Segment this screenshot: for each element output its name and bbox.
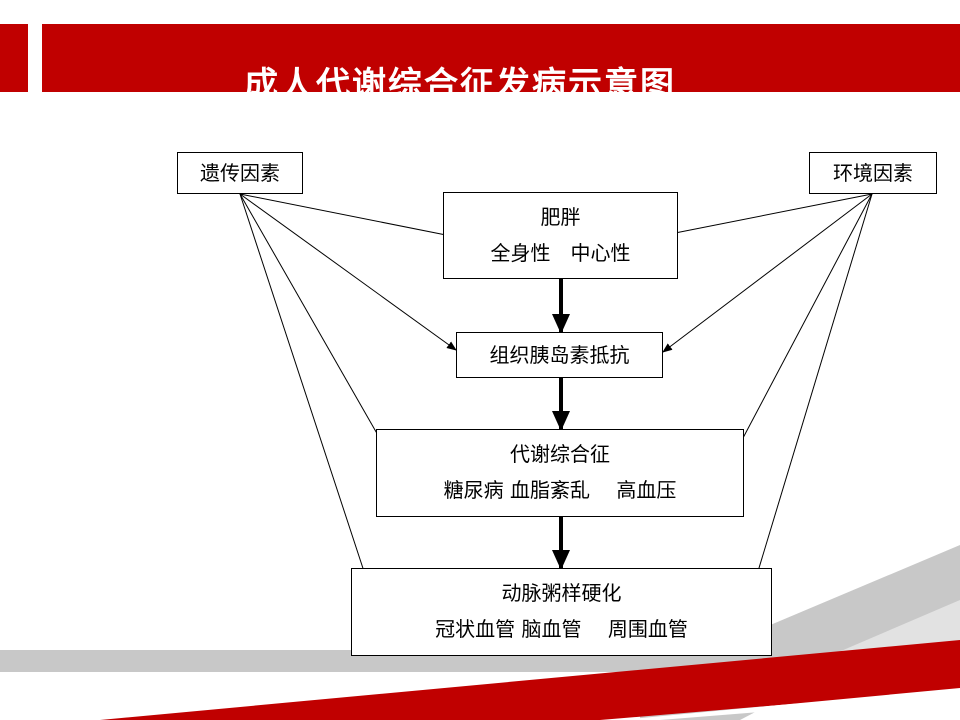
edge-genetic-to-metabolic <box>239 193 400 473</box>
edge-environment-to-atherosclerosis <box>744 193 873 612</box>
node-metabolic-line-2: 糖尿病 血脂紊乱 高血压 <box>443 478 677 502</box>
node-obesity: 肥胖 全身性 中心性 <box>443 192 678 279</box>
edge-genetic-to-obesity <box>239 193 457 240</box>
node-atherosclerosis-line-1: 动脉粥样硬化 <box>501 581 622 605</box>
footer-red-diagonal <box>100 640 960 720</box>
edge-environment-to-insulin <box>662 193 873 353</box>
header-bar-left <box>0 24 28 92</box>
node-genetic-line-1: 遗传因素 <box>200 161 280 185</box>
node-environmental-factors: 环境因素 <box>809 152 937 194</box>
node-metabolic-line-1: 代谢综合征 <box>510 442 610 466</box>
slide-title: 成人代谢综合征发病示意图 <box>244 65 676 92</box>
node-genetic-factors: 遗传因素 <box>177 152 303 194</box>
edge-environment-to-obesity <box>664 193 873 238</box>
node-obesity-line-1: 肥胖 <box>540 205 581 229</box>
node-metabolic-syndrome: 代谢综合征 糖尿病 血脂紊乱 高血压 <box>376 429 744 517</box>
edge-environment-to-metabolic <box>724 193 873 473</box>
node-atherosclerosis-line-2: 冠状血管 脑血管 周围血管 <box>435 617 688 641</box>
node-obesity-line-2: 全身性 中心性 <box>490 241 631 265</box>
header-bar-main <box>42 24 960 92</box>
edge-genetic-to-atherosclerosis <box>239 193 378 612</box>
node-atherosclerosis: 动脉粥样硬化 冠状血管 脑血管 周围血管 <box>351 568 772 656</box>
edge-genetic-to-insulin <box>239 193 457 351</box>
footer-white-stripe <box>620 688 960 720</box>
node-insulin-line-1: 组织胰岛素抵抗 <box>489 343 630 367</box>
node-environment-line-1: 环境因素 <box>833 161 913 185</box>
node-insulin-resistance: 组织胰岛素抵抗 <box>456 332 663 378</box>
